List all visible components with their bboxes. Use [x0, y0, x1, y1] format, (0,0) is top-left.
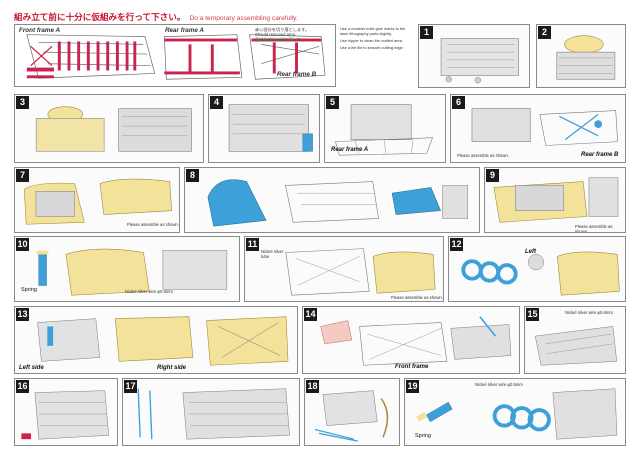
step-15-panel: 15 Nickel silver wire φ0.6mm: [524, 306, 626, 374]
step-3-number: 3: [16, 96, 29, 109]
step-6-note: Please assemble as shown.: [457, 153, 509, 158]
step-17-panel: 17: [122, 378, 300, 446]
frames-panel: Front frame A Rear frame A Rear frame B …: [14, 24, 336, 87]
step-15-number: 15: [526, 308, 539, 321]
cut-legend-jp: 赤い部分を切り落とします。: [255, 27, 310, 32]
step-7-drawing: [23, 178, 172, 225]
step-19-wire-note: Nickel silver wire φ0.5mm: [475, 382, 523, 387]
step-2-number: 2: [538, 26, 551, 39]
step-12-panel: 12 Left: [448, 236, 626, 302]
step-12-number: 12: [450, 238, 463, 251]
step-10-wire-note: Nickel silver wire φ0.8mm: [125, 289, 173, 294]
step-18-panel: 18: [304, 378, 400, 446]
step-8-drawing: [207, 179, 469, 227]
warning-header: 組み立て前に十分に仮組みを行って下さい。Do a temporary assem…: [14, 11, 298, 23]
step-18-number: 18: [306, 380, 319, 393]
instruction-2: Use nipper to clean the crafted area.: [340, 37, 403, 43]
rear-frame-a-label: Rear frame A: [165, 27, 204, 34]
step-17-number: 17: [124, 380, 137, 393]
step-10-spring-label: Spring: [21, 287, 37, 293]
step-12-left-label: Left: [525, 249, 536, 255]
step-10-panel: 10 Spring Nickel silver wire φ0.8mm: [14, 236, 240, 302]
step-14-number: 14: [304, 308, 317, 321]
step-7-note: Please assemble as shown.: [127, 222, 179, 227]
rear-frame-b-label: Rear frame B: [277, 71, 317, 78]
step-9-number: 9: [486, 169, 499, 182]
step-11-drawing: [285, 248, 436, 296]
instruction-1: Use a modeler knife give marks to the la…: [340, 26, 406, 37]
frames-drawing: [26, 34, 326, 80]
step-3-panel: 3: [14, 94, 204, 163]
step-2-drawing: [556, 35, 616, 80]
step-9-note: Please assemble as shown.: [575, 224, 613, 233]
step-4-number: 4: [210, 96, 223, 109]
instruction-3: Use a file file to smooth cutting edge.: [340, 44, 404, 50]
warning-jp: 組み立て前に十分に仮組みを行って下さい。: [14, 12, 186, 22]
step-11-panel: 11 Nickel silver tube Please assemble as…: [244, 236, 444, 302]
step-16-number: 16: [16, 380, 29, 393]
cut-legend-en: Should removed area.: [255, 32, 297, 37]
step-16-panel: 16: [14, 378, 118, 446]
step-13-right-side-label: Right side: [157, 365, 187, 371]
step-14-front-frame-label: Front frame: [395, 364, 429, 370]
step-2-panel: 2: [536, 24, 626, 88]
step-6-number: 6: [452, 96, 465, 109]
step-11-note: Please assemble as shown.: [391, 295, 443, 300]
cut-legend: 赤い部分を切り落とします。 Should removed area. 黄緑色部分…: [255, 27, 335, 42]
step-13-drawing: [37, 316, 289, 366]
step-9-panel: 9 Please assemble as shown.: [484, 167, 626, 233]
step-19-panel: 19 Spring Nickel silver wire φ0.5mm: [404, 378, 626, 446]
step-11-number: 11: [246, 238, 259, 251]
step-4-drawing: [228, 104, 313, 152]
step-1-drawing: [440, 38, 519, 84]
front-frame-label: Front frame A: [19, 27, 61, 34]
step-7-panel: 7 Please assemble as shown.: [14, 167, 180, 233]
step-15-wire-note: Nickel silver wire φ0.6mm: [565, 310, 613, 315]
step-19-number: 19: [406, 380, 419, 393]
step-8-number: 8: [186, 169, 199, 182]
step-6-drawing: [471, 108, 618, 146]
step-8-panel: 8: [184, 167, 480, 233]
step-13-left-side-label: Left side: [19, 365, 44, 371]
step-7-number: 7: [16, 169, 29, 182]
step-9-drawing: [493, 177, 619, 223]
step-16-drawing: [21, 390, 109, 440]
instructions: Use a modeler knife give marks to the la…: [340, 26, 414, 51]
step-13-number: 13: [16, 308, 29, 321]
step-1-number: 1: [420, 26, 433, 39]
step-13-panel: 13 Left side Right side: [14, 306, 298, 374]
step-12-drawing: [461, 251, 620, 296]
warning-en: Do a temporary assembling carefully.: [189, 15, 298, 22]
step-3-drawing: [35, 106, 192, 152]
green-note: 黄緑色部分は切り落とす: [255, 37, 301, 42]
step-4-panel: 4: [208, 94, 320, 163]
step-11-tube-note: Nickel silver tube: [261, 249, 284, 259]
step-19-drawing: [416, 388, 618, 440]
step-19-spring-label: Spring: [415, 433, 431, 439]
step-18-drawing: [314, 390, 389, 442]
step-14-drawing: [320, 316, 512, 366]
step-10-number: 10: [16, 238, 29, 251]
step-6-panel: 6 Please assemble as shown. Rear frame B: [450, 94, 626, 163]
step-5-drawing: [335, 104, 434, 156]
step-5-panel: 5 Rear frame A: [324, 94, 446, 163]
step-1-panel: 1: [418, 24, 530, 88]
step-5-rear-frame-label: Rear frame A: [331, 147, 369, 153]
step-10-drawing: [36, 248, 228, 296]
step-5-number: 5: [326, 96, 339, 109]
step-6-rear-frame-label: Rear frame B: [581, 152, 619, 158]
step-14-panel: 14 Front frame: [302, 306, 520, 374]
step-15-drawing: [534, 326, 618, 366]
step-17-drawing: [137, 388, 290, 440]
